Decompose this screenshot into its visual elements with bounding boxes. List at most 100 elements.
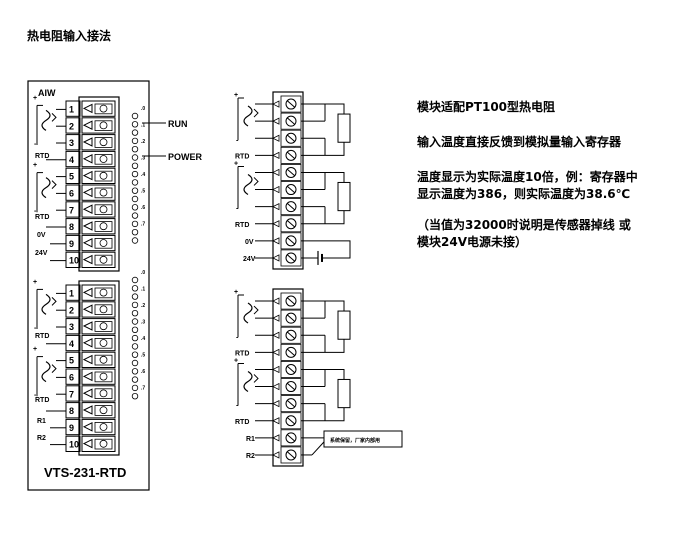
led-indicator bbox=[131, 237, 139, 244]
r1-label: R1 bbox=[37, 418, 46, 425]
wire bbox=[301, 142, 345, 156]
zero-v-label: 0V bbox=[37, 232, 46, 239]
minus-sign: - bbox=[34, 141, 37, 148]
run-label: RUN bbox=[168, 119, 188, 129]
wire bbox=[301, 171, 345, 183]
terminal-number: 8 bbox=[69, 406, 74, 416]
led-indicator bbox=[131, 220, 139, 228]
led-indicator bbox=[131, 195, 139, 203]
rtd-arrow-icon bbox=[51, 297, 57, 306]
led-number: .0 bbox=[141, 106, 145, 112]
rtd-element-icon bbox=[243, 370, 253, 392]
terminal-arrow-icon bbox=[272, 185, 280, 194]
led-indicator bbox=[131, 334, 139, 342]
screw-slot-icon bbox=[286, 382, 296, 391]
rtd-arrow-icon bbox=[253, 177, 259, 186]
terminal-number-box bbox=[65, 351, 81, 369]
terminal-arrow-icon bbox=[272, 331, 280, 339]
connector-arrow-icon bbox=[82, 187, 93, 198]
led-indicator bbox=[131, 384, 139, 392]
terminal-number-box bbox=[65, 402, 81, 419]
terminal-arrow-icon bbox=[272, 434, 280, 442]
screw-slot-icon bbox=[286, 365, 296, 374]
led-indicator bbox=[131, 112, 139, 120]
screw-slot-icon bbox=[286, 202, 296, 211]
led-indicator bbox=[131, 285, 139, 292]
led-column-bottom: .0.1.2.3.4.5.6.7 bbox=[131, 270, 145, 400]
rtd-label: RTD bbox=[35, 153, 49, 160]
led-indicator bbox=[131, 368, 139, 375]
terminal-arrow-icon bbox=[272, 417, 280, 425]
power-label: POWER bbox=[168, 152, 203, 162]
terminal-number: 5 bbox=[69, 172, 74, 182]
rtd-arrow-icon bbox=[253, 108, 259, 118]
rtd-element-icon bbox=[41, 177, 51, 199]
led-number: .0 bbox=[141, 270, 145, 276]
led-indicator bbox=[131, 310, 139, 317]
screw-slot-icon bbox=[286, 236, 296, 245]
screw-icon bbox=[99, 205, 108, 214]
rtd-arrow-icon bbox=[51, 364, 57, 373]
led-number: .7 bbox=[141, 222, 145, 228]
rtd-label: RTD bbox=[235, 350, 249, 357]
led-indicator bbox=[131, 129, 139, 136]
terminal-number-box bbox=[65, 284, 81, 301]
plus-sign: + bbox=[33, 162, 37, 169]
rtd-element-icon bbox=[243, 302, 253, 324]
screw-icon bbox=[99, 339, 108, 347]
terminal-number-box bbox=[65, 435, 81, 453]
led-number: .7 bbox=[141, 386, 145, 392]
notes-panel: 模块适配PT100型热电阻 输入温度直接反馈到模拟量输入寄存器 温度显示为实际温… bbox=[417, 99, 697, 251]
connector-arrow-icon bbox=[82, 103, 93, 114]
module-side-labels: RTD RTD 0V 24V RTD RTD R1 R2 bbox=[35, 153, 49, 442]
terminal-arrow-icon bbox=[272, 134, 280, 142]
rtd-element-icon bbox=[243, 173, 253, 195]
note-line: 温度显示为实际温度10倍，例：寄存器中 bbox=[417, 170, 638, 184]
terminal-number: 5 bbox=[69, 356, 74, 366]
connector-arrow-icon bbox=[82, 421, 93, 432]
r2-label: R2 bbox=[37, 435, 46, 442]
terminal-number-box bbox=[65, 334, 81, 352]
led-indicator bbox=[131, 212, 139, 219]
terminal-arrow-icon bbox=[272, 117, 280, 125]
led-indicator bbox=[131, 137, 139, 145]
screw-icon bbox=[99, 439, 108, 448]
screw-icon bbox=[99, 389, 108, 398]
pt100-resistor-icon bbox=[337, 378, 351, 409]
terminal-arrow-icon bbox=[272, 382, 280, 391]
led-number: .2 bbox=[141, 139, 145, 145]
terminal-number-box bbox=[65, 301, 81, 318]
screw-icon bbox=[99, 121, 108, 130]
screw-icon bbox=[99, 355, 108, 364]
led-indicator bbox=[131, 162, 139, 169]
screw-icon bbox=[99, 305, 108, 314]
rtd-element-icon bbox=[41, 109, 51, 131]
note-line: （当值为32000时说明是传感器掉线 或 bbox=[417, 218, 631, 232]
terminal-arrow-icon bbox=[272, 220, 280, 228]
led-number: .5 bbox=[141, 353, 145, 359]
terminal-number-box bbox=[65, 150, 81, 168]
page-title: 热电阻输入接法 bbox=[27, 29, 112, 43]
pt100-resistor-icon bbox=[337, 113, 351, 143]
screw-icon bbox=[99, 255, 108, 264]
rtd-wire bbox=[237, 97, 244, 141]
rtd-wire bbox=[237, 294, 244, 338]
terminal-number: 3 bbox=[69, 322, 74, 332]
screw-slot-icon bbox=[286, 134, 296, 143]
terminal-number-box bbox=[65, 184, 81, 201]
rtd-wire bbox=[237, 362, 244, 406]
terminal-arrow-icon bbox=[272, 400, 280, 408]
led-indicator bbox=[131, 376, 139, 383]
connector-arrow-icon bbox=[82, 405, 93, 415]
terminal-number: 9 bbox=[69, 239, 74, 249]
connector-arrow-icon bbox=[82, 153, 93, 164]
minus-sign: - bbox=[34, 208, 37, 215]
led-number: .6 bbox=[141, 205, 145, 211]
screw-icon bbox=[99, 104, 108, 113]
connector-arrow-icon bbox=[82, 388, 93, 399]
screw-slot-icon bbox=[286, 151, 296, 160]
screw-slot-icon bbox=[286, 314, 296, 323]
rtd-label: RTD bbox=[235, 153, 249, 160]
rtd-wire bbox=[237, 165, 244, 209]
